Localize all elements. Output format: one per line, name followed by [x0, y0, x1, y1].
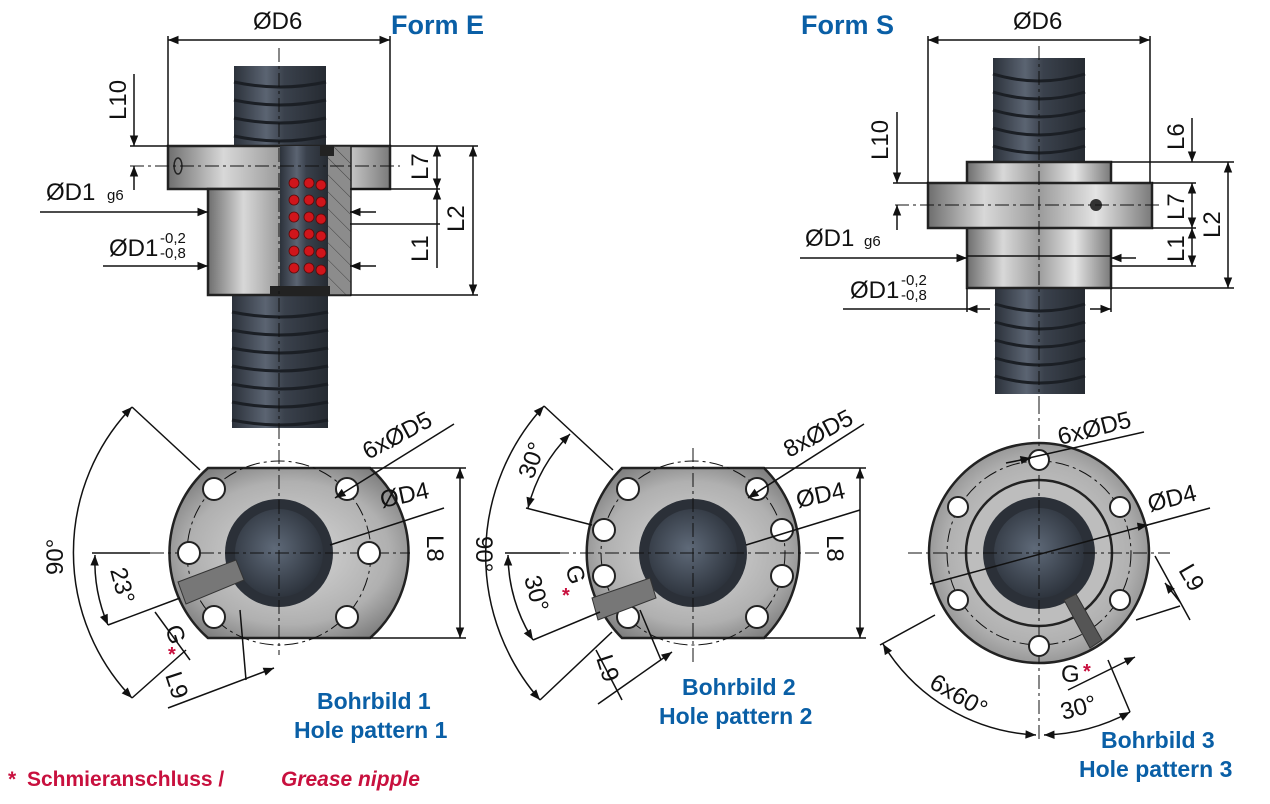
screw-shaft-bottom — [994, 288, 1086, 394]
hp1-caption-en: Hole pattern 1 — [294, 717, 448, 743]
form-s-d1-tol-label: ØD1 — [850, 277, 899, 304]
form-e-side-view: ØD6 L10 L7 L2 L1 ØD1 g6 ØD1 -0,2 -0,8 — [40, 8, 478, 440]
footnote-star: * — [8, 768, 17, 791]
hp2-d4-label: ØD4 — [794, 477, 848, 514]
hp2-grease-star: * — [562, 585, 570, 607]
hp2-l8-label: L8 — [821, 535, 848, 562]
hp3-angle-grease-label: 30° — [1058, 690, 1100, 725]
hp3-holes-label: 6xØD5 — [1055, 407, 1134, 451]
hp2-caption-en: Hole pattern 2 — [659, 703, 812, 729]
bolt-holes — [177, 477, 381, 629]
form-s-d1-g6-label: ØD1 — [805, 225, 854, 252]
form-e-l2-label: L2 — [443, 205, 470, 232]
hp1-angle-left-label: 90° — [42, 539, 69, 575]
hp3-g-label: G — [1061, 661, 1080, 688]
hp1-holes-label: 6xØD5 — [358, 406, 437, 465]
form-e-d1-upper-tol: -0,2 — [160, 230, 186, 247]
form-s-title: Form S — [801, 10, 894, 40]
hp2-angle-grease-label: 30° — [518, 573, 553, 615]
screw-shaft-top — [233, 66, 327, 146]
form-e-d1-g6-tolerance: g6 — [107, 187, 124, 204]
hp1-l8-label: L8 — [421, 535, 448, 562]
form-e-l10-label: L10 — [105, 80, 132, 120]
form-s-d1-g6-tolerance: g6 — [864, 233, 881, 250]
footnote-text-de: Schmieranschluss / — [27, 768, 224, 791]
hp1-d4-label: ØD4 — [378, 477, 432, 514]
hp2-holes-label: 8xØD5 — [779, 404, 858, 463]
hp3-d4-label: ØD4 — [1145, 480, 1199, 518]
hp3-grease-star: * — [1083, 661, 1091, 683]
form-s-l2-label: L2 — [1199, 211, 1226, 238]
hp1-angle-right-label: 90° — [470, 536, 497, 572]
hp2-g-label: G — [559, 562, 590, 588]
hp3-caption-de: Bohrbild 3 — [1101, 727, 1215, 753]
hp1-caption-de: Bohrbild 1 — [317, 688, 431, 714]
form-e-d1-tol-label: ØD1 — [109, 235, 158, 262]
form-s-d1-upper-tol: -0,2 — [901, 272, 927, 289]
form-e-d1-lower-tol: -0,8 — [160, 245, 186, 262]
form-e-l1-label: L1 — [407, 235, 434, 262]
form-s-l10-label: L10 — [867, 120, 894, 160]
hp1-angle-grease-label: 23° — [104, 565, 139, 607]
hp3-caption-en: Hole pattern 3 — [1079, 756, 1232, 782]
footnote-text-en: Grease nipple — [281, 768, 420, 791]
hole-pattern-1: 6xØD5 ØD4 L8 90° 90° 23° G * L9 Bohrbild… — [42, 406, 497, 743]
form-e-d1-g6-label: ØD1 — [46, 179, 95, 206]
form-s-d6-label: ØD6 — [1013, 8, 1062, 35]
hp1-grease-star: * — [168, 644, 176, 666]
hp2-l9-label: L9 — [590, 652, 624, 686]
hp1-l9-label: L9 — [159, 669, 193, 703]
form-s-side-view: ØD6 L10 L6 L7 L2 L1 ØD1 g6 ØD1 -0,2 -0,8 — [800, 8, 1234, 400]
form-s-l1-label: L1 — [1163, 235, 1190, 262]
hole-pattern-3: 6xØD5 ØD4 L9 6x60° G * 30° Bohrbild 3 Ho… — [879, 400, 1232, 782]
footnote: * Schmieranschluss / Grease nipple — [8, 768, 420, 791]
form-e-title: Form E — [391, 10, 484, 40]
hp2-angle-top-label: 30° — [513, 439, 551, 482]
form-s-l6-label: L6 — [1163, 123, 1190, 150]
form-s-d1-lower-tol: -0,8 — [901, 287, 927, 304]
balls — [288, 177, 327, 276]
hole-pattern-2: 8xØD5 ØD4 L8 30° 30° G * L9 Bohrbild 2 H… — [484, 404, 866, 729]
form-e-d6-label: ØD6 — [253, 8, 302, 35]
form-e-l7-label: L7 — [407, 153, 434, 180]
hp2-caption-de: Bohrbild 2 — [682, 674, 796, 700]
form-s-l7-label: L7 — [1163, 193, 1190, 220]
hp3-l9-label: L9 — [1173, 560, 1210, 597]
bolt-holes — [947, 449, 1131, 657]
screw-shaft-bottom — [231, 296, 329, 428]
